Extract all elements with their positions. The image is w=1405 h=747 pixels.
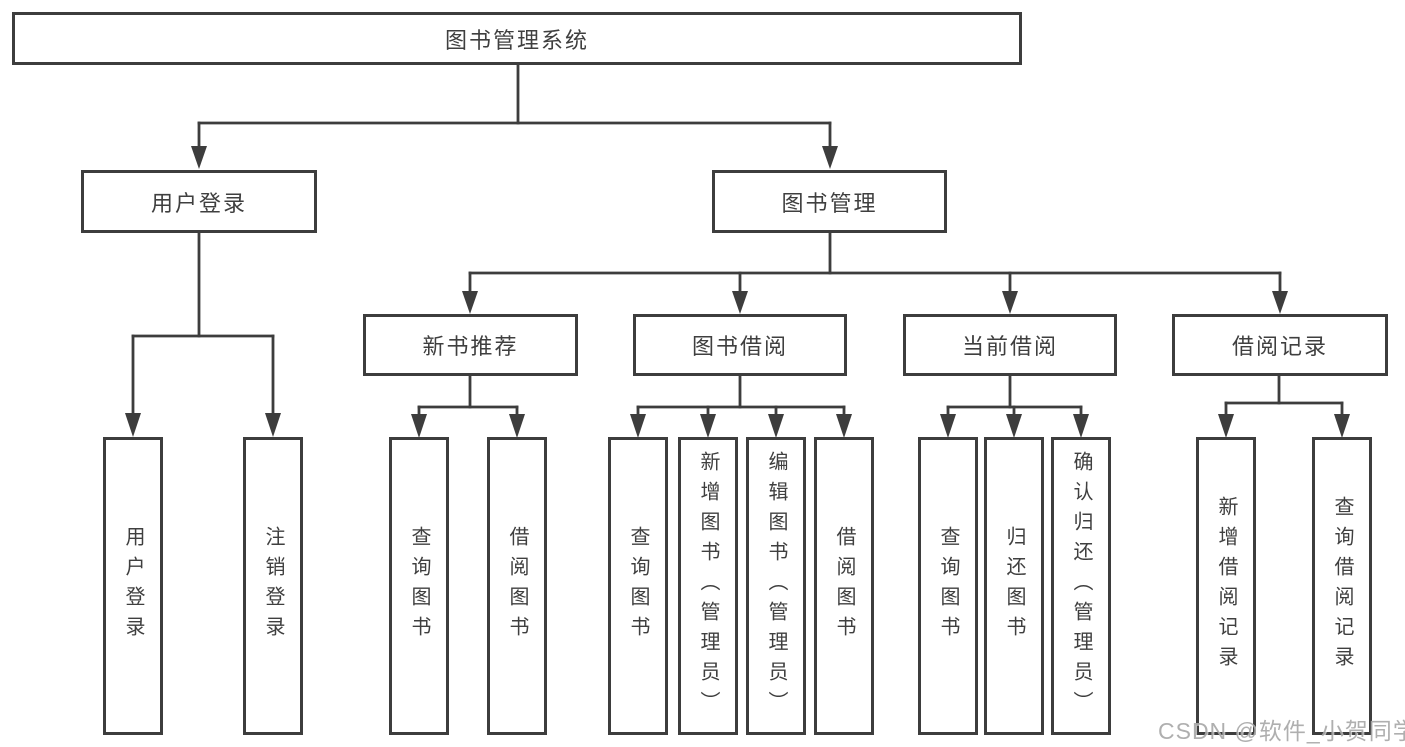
leaf-label: 归还图书 xyxy=(1003,526,1025,646)
leaf-label: 查询借阅记录 xyxy=(1331,496,1353,676)
node-label: 借阅记录 xyxy=(1231,334,1328,359)
leaf-nbr-query-book: 查询图书 xyxy=(389,437,449,735)
leaf-label: 新增图书（管理员） xyxy=(697,451,719,721)
leaf-nbr-borrow-book: 借阅图书 xyxy=(487,437,547,735)
leaf-user-login: 用户登录 xyxy=(103,437,163,735)
leaf-label: 查询图书 xyxy=(408,526,430,646)
leaf-label: 借阅图书 xyxy=(506,526,528,646)
node-label: 用户登录 xyxy=(150,190,247,216)
node-current-borrow: 当前借阅 xyxy=(903,314,1117,376)
leaf-br-add-record: 新增借阅记录 xyxy=(1196,437,1256,735)
node-borrow-records: 借阅记录 xyxy=(1172,314,1388,376)
connector-current-borrow-to-leaves xyxy=(940,374,1089,438)
node-label: 新书推荐 xyxy=(422,334,519,359)
node-label: 图书管理 xyxy=(781,190,878,216)
leaf-bb-add-book-admin: 新增图书（管理员） xyxy=(678,437,738,735)
node-book-management: 图书管理 xyxy=(712,170,947,233)
leaf-label: 编辑图书（管理员） xyxy=(765,451,787,721)
connector-book-borrow-to-leaves xyxy=(630,374,852,438)
leaf-cb-return-book: 归还图书 xyxy=(984,437,1044,735)
node-label: 当前借阅 xyxy=(961,334,1058,359)
node-library-system: 图书管理系统 xyxy=(12,12,1022,65)
leaf-label: 借阅图书 xyxy=(833,526,855,646)
node-book-borrow: 图书借阅 xyxy=(633,314,847,376)
leaf-logout: 注销登录 xyxy=(243,437,303,735)
leaf-label: 用户登录 xyxy=(122,526,144,646)
node-label: 图书借阅 xyxy=(691,334,788,359)
connector-book-management-to-level3 xyxy=(462,231,1288,314)
leaf-bb-query-book: 查询图书 xyxy=(608,437,668,735)
connector-root-to-level1 xyxy=(191,63,838,169)
leaf-br-query-record: 查询借阅记录 xyxy=(1312,437,1372,735)
node-new-book-recommend: 新书推荐 xyxy=(363,314,578,376)
leaf-label: 查询图书 xyxy=(627,526,649,646)
connector-new-book-recommend-to-leaves xyxy=(411,374,525,438)
connector-borrow-records-to-leaves xyxy=(1218,374,1350,438)
node-label: 图书管理系统 xyxy=(444,27,589,53)
leaf-label: 确认归还（管理员） xyxy=(1070,451,1092,721)
watermark: CSDN @软件_小贺同学 xyxy=(1158,718,1405,744)
leaf-label: 新增借阅记录 xyxy=(1215,496,1237,676)
leaf-label: 查询图书 xyxy=(937,526,959,646)
leaf-label: 注销登录 xyxy=(262,526,284,646)
leaf-cb-confirm-return-admin: 确认归还（管理员） xyxy=(1051,437,1111,735)
node-user-login: 用户登录 xyxy=(81,170,317,233)
leaf-cb-query-book: 查询图书 xyxy=(918,437,978,735)
leaf-bb-edit-book-admin: 编辑图书（管理员） xyxy=(746,437,806,735)
leaf-bb-borrow-book: 借阅图书 xyxy=(814,437,874,735)
connector-user-login-to-leaves xyxy=(125,231,281,437)
